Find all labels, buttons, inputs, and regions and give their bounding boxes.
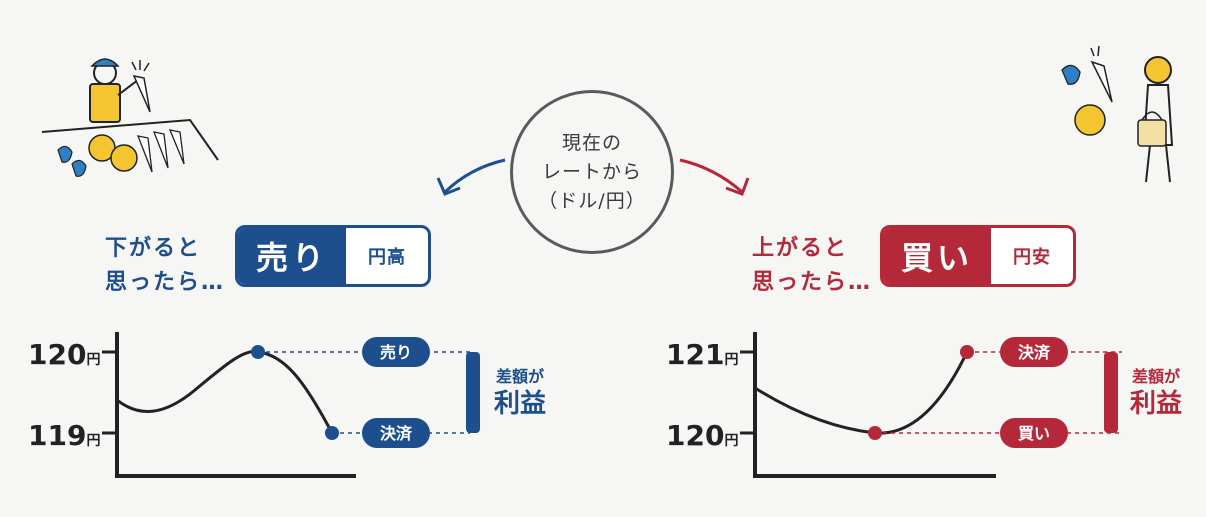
buy-rate-curve [754,351,969,435]
arrow-right [679,158,743,194]
buy-profit-line-1: 差額が [1132,367,1180,386]
buy-label: 買い [883,228,991,284]
buy-y-bottom: 120円 [666,419,738,452]
center-line-1: 現在の [561,131,622,154]
sell-action-box: 売り 円高 [235,225,431,287]
center-line-2: レートから [541,160,642,183]
buy-chart: 121円 120円 決済 買い 差額が 利益 [666,332,1182,478]
buy-prompt-line-2: 思ったら… [752,270,873,295]
arrow-left [443,158,506,194]
sell-y-top: 120円 [28,338,100,371]
buy-entry-point [868,426,882,440]
sell-prompt-line-2: 思ったら… [105,270,226,295]
sell-exit-point [325,426,339,440]
buy-y-top: 121円 [666,338,738,371]
sell-difference-bracket [466,352,480,433]
buy-profit-line-2: 利益 [1130,389,1182,419]
sell-label: 売り [238,228,346,284]
sell-prompt-line-1: 下がると [105,236,202,261]
buy-axes [740,332,996,478]
buy-entry-label: 買い [1018,424,1050,443]
sell-y-bottom: 119円 [28,419,100,452]
buy-exit-label: 決済 [1018,343,1051,362]
buy-difference-bracket [1104,352,1118,433]
sell-profit-line-2: 利益 [494,389,546,419]
center-rate-circle: 現在の レートから （ドル/円） [510,90,674,254]
buy-action-box: 買い 円安 [880,225,1076,287]
sell-prompt: 下がると 思ったら… [105,232,225,300]
yen-weak-label: 円安 [1013,247,1051,268]
sell-rate-curve [116,349,334,434]
sell-profit-line-1: 差額が [496,367,544,386]
buy-prompt-line-1: 上がると [752,236,849,261]
sell-entry-point [251,345,265,359]
sell-chart: 120円 119円 売り 決済 差額が 利益 [28,332,546,478]
shopper-illustration [1061,45,1174,183]
buy-prompt: 上がると 思ったら… [752,232,872,300]
sell-entry-label: 売り [380,343,412,362]
yen-strong-label: 円高 [368,247,406,268]
buy-exit-point [960,345,974,359]
sell-exit-label: 決済 [380,424,413,443]
vendor-illustration [41,58,219,177]
sell-axes [102,332,356,478]
center-line-3: （ドル/円） [538,189,646,212]
